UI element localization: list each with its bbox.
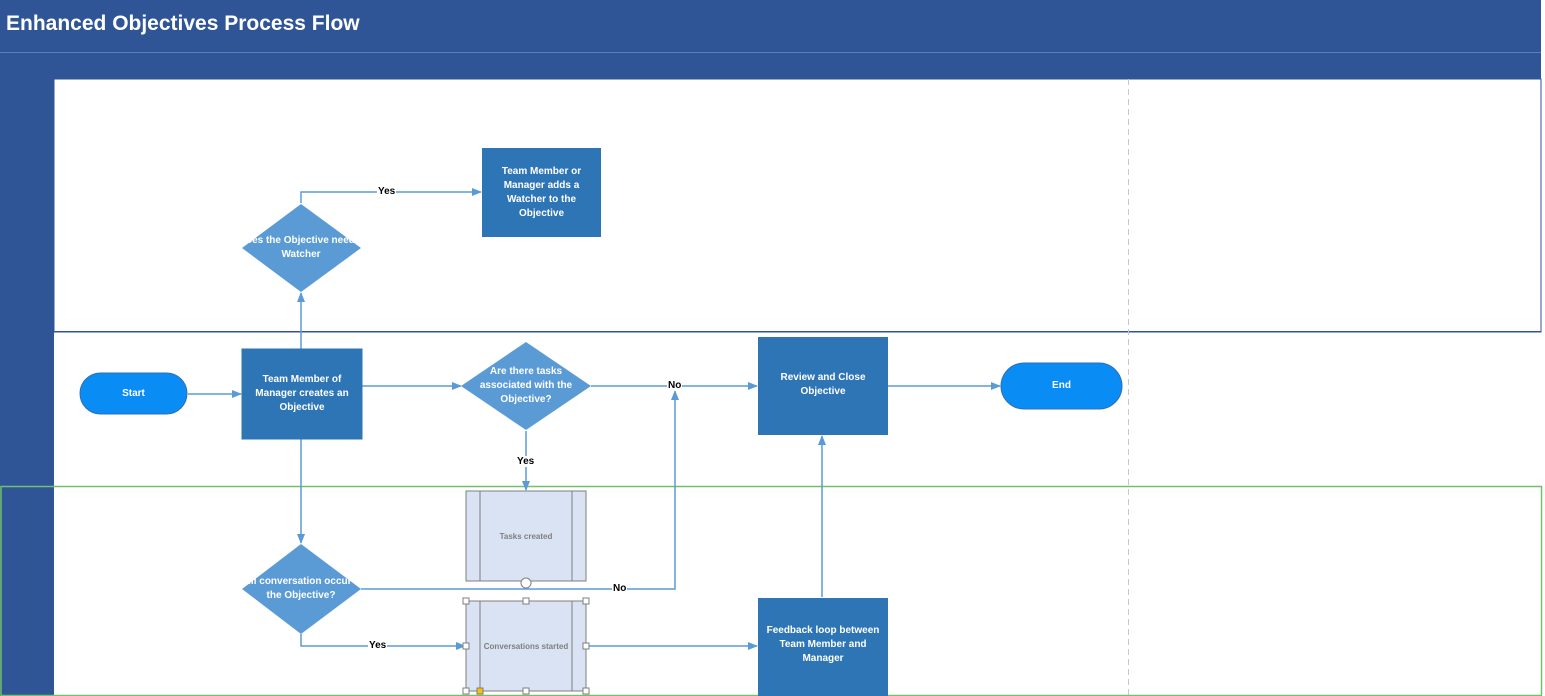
add-watcher-process[interactable] (482, 148, 601, 237)
feedback-loop-label: Feedback loop between Team Member and Ma… (766, 625, 880, 664)
title-bar: Enhanced Objectives Process Flow (0, 0, 1541, 52)
conversation-decision-diamond[interactable] (242, 544, 361, 634)
resize-handle-bottom-left[interactable] (462, 687, 470, 695)
feedback-loop-process[interactable] (758, 598, 888, 696)
tasks-no-label: No (667, 380, 683, 391)
resize-handle-top-left[interactable] (462, 597, 470, 605)
page-title: Enhanced Objectives Process Flow (6, 12, 360, 35)
resize-handle-top-right[interactable] (582, 597, 590, 605)
conversations-started-label: Conversations started (483, 641, 569, 651)
lane-header-column (0, 79, 54, 696)
conversation-decision-label: Will conversation occur in the Objective… (238, 576, 364, 601)
resize-handle-right[interactable] (582, 642, 590, 650)
tasks-created-label: Tasks created (499, 531, 553, 541)
start-terminator[interactable] (79, 372, 188, 415)
connector-conversation-no (361, 390, 679, 590)
tasks-decision-diamond[interactable] (461, 342, 591, 430)
connector-watcher-yes (300, 188, 482, 203)
start-label: Start (122, 387, 145, 399)
resize-handle-left[interactable] (462, 642, 470, 650)
end-terminator[interactable] (1000, 362, 1123, 410)
end-label: End (1052, 380, 1071, 391)
conversation-no-label: No (612, 583, 628, 594)
resize-handle-bottom-right[interactable] (582, 687, 590, 695)
create-objective-process[interactable] (241, 348, 363, 440)
resize-handle-bottom[interactable] (522, 687, 530, 695)
connector-conversation-yes (300, 634, 466, 650)
watcher-decision-diamond[interactable] (242, 204, 361, 292)
swimlane-top (53, 78, 1542, 333)
review-close-process[interactable] (758, 337, 888, 435)
glue-point-marker[interactable] (476, 687, 484, 695)
watcher-yes-label: Yes (377, 186, 397, 197)
resize-handle-top[interactable] (522, 597, 530, 605)
conversation-yes-label: Yes (368, 640, 388, 651)
tasks-yes-label: Yes (516, 456, 536, 467)
review-close-label: Review and Close Objective (780, 372, 866, 397)
tasks-decision-label: Are there tasks associated with the Obje… (479, 366, 573, 405)
phase-header-row (0, 52, 1541, 79)
add-watcher-label: Team Member or Manager adds a Watcher to… (501, 165, 582, 219)
create-objective-label: Team Member of Manager creates an Object… (255, 374, 349, 413)
watcher-decision-label: Does the Objective need a Watcher (238, 235, 364, 260)
rotate-handle-icon[interactable] (520, 577, 532, 589)
